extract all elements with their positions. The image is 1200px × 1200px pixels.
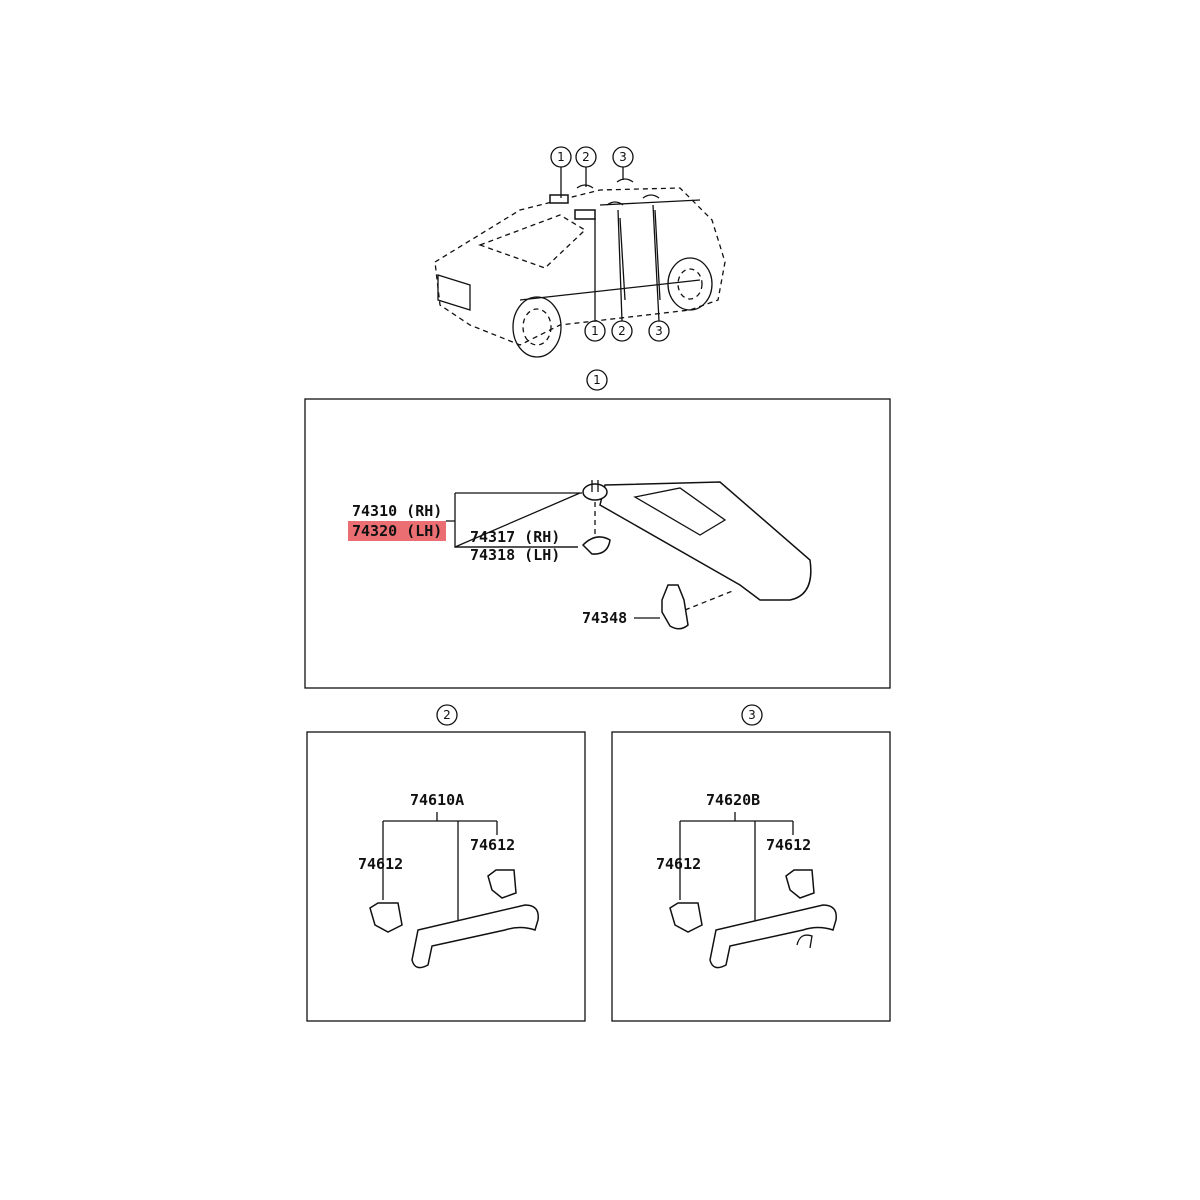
svg-text:2: 2 — [618, 324, 626, 338]
callout-3-bottom: 3 — [648, 320, 670, 342]
callout-1-top: 1 — [550, 146, 572, 168]
coat-hook — [796, 934, 813, 949]
label-74348[interactable]: 74348 — [582, 609, 627, 627]
label-74612-right[interactable]: 74612 — [766, 836, 811, 854]
panel-callout-1: 1 — [593, 373, 601, 387]
label-74320[interactable]: 74320 (LH) — [352, 522, 442, 540]
label-74610A[interactable]: 74610A — [410, 791, 464, 809]
grip-cap-right — [487, 869, 517, 899]
label-74310[interactable]: 74310 (RH) — [352, 502, 442, 520]
vanity-mirror — [633, 487, 727, 536]
visor-pivot — [582, 483, 608, 501]
highlight-74320 — [348, 521, 446, 541]
callout-2-bottom: 2 — [611, 320, 633, 342]
panel-grip-rear: 3 74620B 74612 74612 — [611, 704, 891, 1022]
panel-callout-3: 3 — [748, 708, 756, 722]
label-74612-right[interactable]: 74612 — [470, 836, 515, 854]
sun-visor — [599, 481, 812, 601]
grip-cap-right — [785, 869, 815, 899]
panel-sun-visor: 1 74310 (RH) 74320 (LH) 74317 (RH) 74318… — [304, 369, 891, 689]
visor-clip — [661, 584, 689, 630]
callout-1-bottom: 1 — [584, 320, 606, 342]
label-74620B[interactable]: 74620B — [706, 791, 760, 809]
panel-grip-front: 2 74610A 74612 74612 — [306, 704, 586, 1022]
label-74612-left[interactable]: 74612 — [656, 855, 701, 873]
callout-3-top: 3 — [612, 146, 634, 168]
assist-grip-front — [411, 904, 539, 969]
visor-holder — [581, 536, 611, 555]
svg-text:1: 1 — [557, 150, 565, 164]
label-74317[interactable]: 74317 (RH) — [470, 528, 560, 546]
callout-2-top: 2 — [575, 146, 597, 168]
label-74612-left[interactable]: 74612 — [358, 855, 403, 873]
svg-text:1: 1 — [591, 324, 599, 338]
grip-cap-left — [669, 902, 703, 933]
svg-text:2: 2 — [582, 150, 590, 164]
vehicle-overview: 1 2 3 1 2 3 — [434, 146, 726, 358]
panel-callout-2: 2 — [443, 708, 451, 722]
svg-text:3: 3 — [655, 324, 663, 338]
grip-cap-left — [369, 902, 403, 933]
assist-grip-rear — [709, 904, 837, 969]
label-74318[interactable]: 74318 (LH) — [470, 546, 560, 564]
svg-text:3: 3 — [619, 150, 627, 164]
